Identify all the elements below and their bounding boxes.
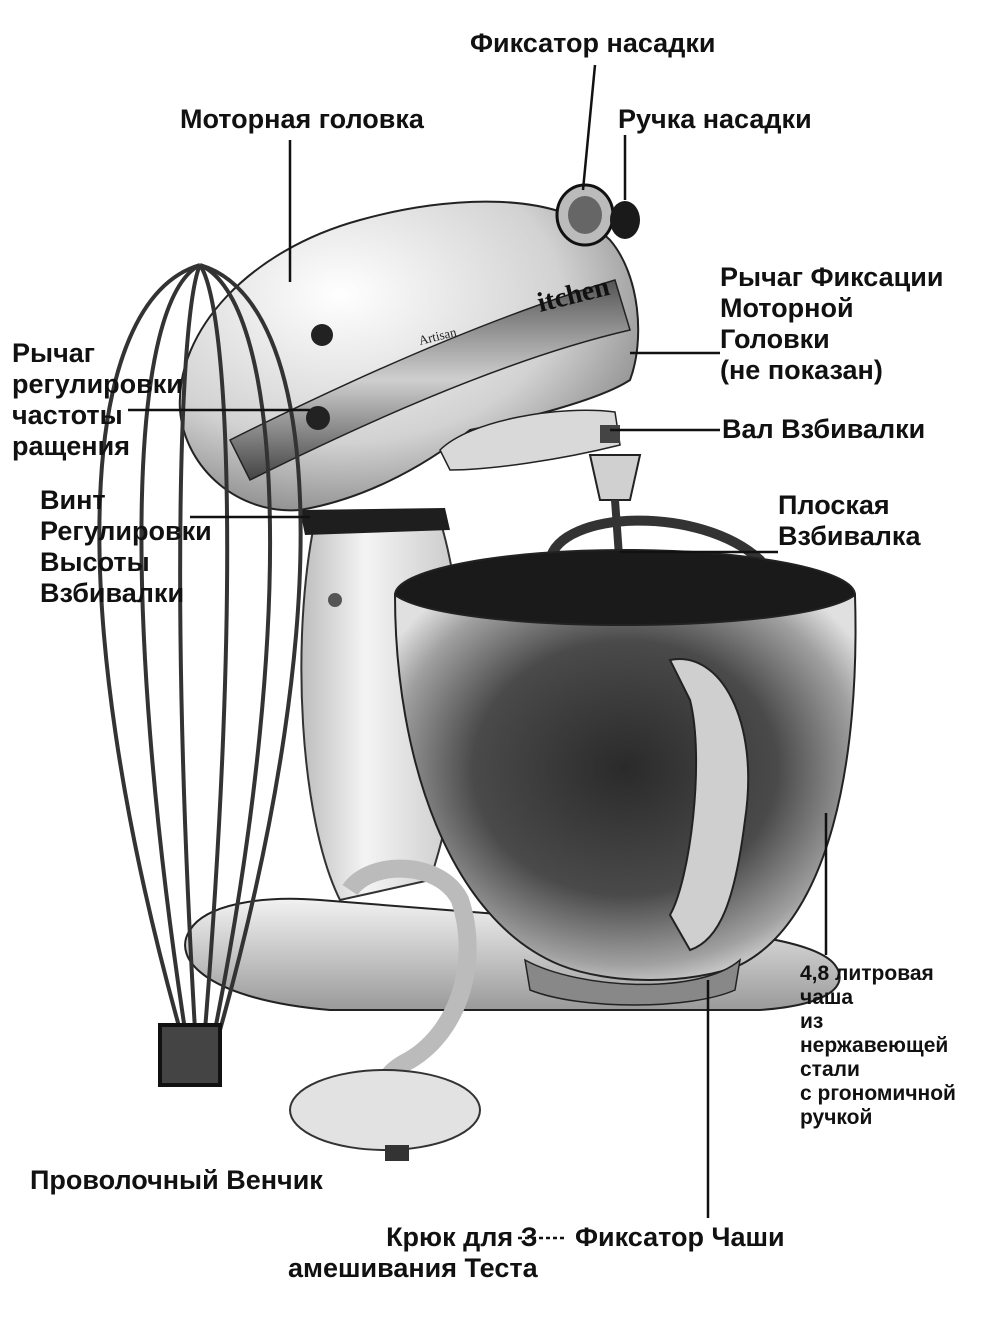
label-attachment-lock: Фиксатор насадки: [470, 28, 716, 58]
label-dough-hook: Крюк для З амешивания Теста: [288, 1222, 538, 1283]
bowl-part: [393, 549, 857, 1006]
label-flat-beater: Плоская Взбивалка: [778, 490, 921, 551]
wire-whip-part: [97, 263, 303, 1087]
label-motor-head: Моторная головка: [180, 104, 424, 134]
attachment-hub: [555, 183, 640, 247]
label-attachment-handle: Ручка насадки: [618, 104, 812, 134]
height-screw-part: [300, 508, 450, 535]
label-wire-whip: Проволочный Венчик: [30, 1165, 323, 1195]
label-beater-shaft: Вал Взбивалки: [722, 414, 926, 444]
label-bowl-clamp: Фиксатор Чаши: [575, 1222, 785, 1252]
dough-hook-part: [289, 859, 481, 1161]
label-bowl: 4,8 литровая чаша из нержавеющей стали с…: [800, 962, 956, 1129]
motor-head: itchen Artisan: [178, 200, 640, 512]
label-head-lock-lever: Рычаг Фиксации Моторной Головки (не пока…: [720, 262, 944, 385]
leader-lines: [128, 64, 828, 1240]
label-speed-lever: Рычаг регулировки частоты ращения: [12, 338, 183, 461]
label-height-screw: Винт Регулировки Высоты Взбивалки: [40, 485, 212, 608]
